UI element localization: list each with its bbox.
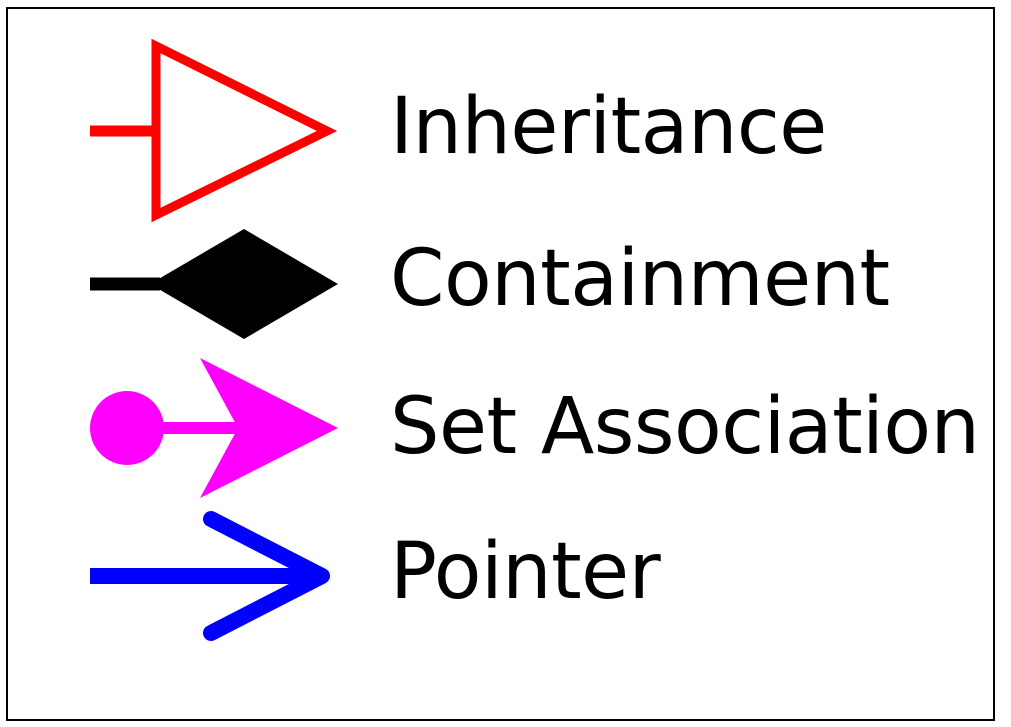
filled-diamond-arrow-icon <box>90 229 338 339</box>
open-arrow-icon <box>90 511 330 641</box>
hollow-triangle-arrow-icon <box>90 38 338 223</box>
legend-label-containment: Containment <box>390 234 890 324</box>
legend-label-pointer: Pointer <box>390 527 661 617</box>
dot-arrowhead-arrow-icon <box>90 358 338 498</box>
legend-label-set-association: Set Association <box>390 382 980 472</box>
legend-label-inheritance: Inheritance <box>390 82 827 172</box>
legend-box <box>6 7 995 721</box>
